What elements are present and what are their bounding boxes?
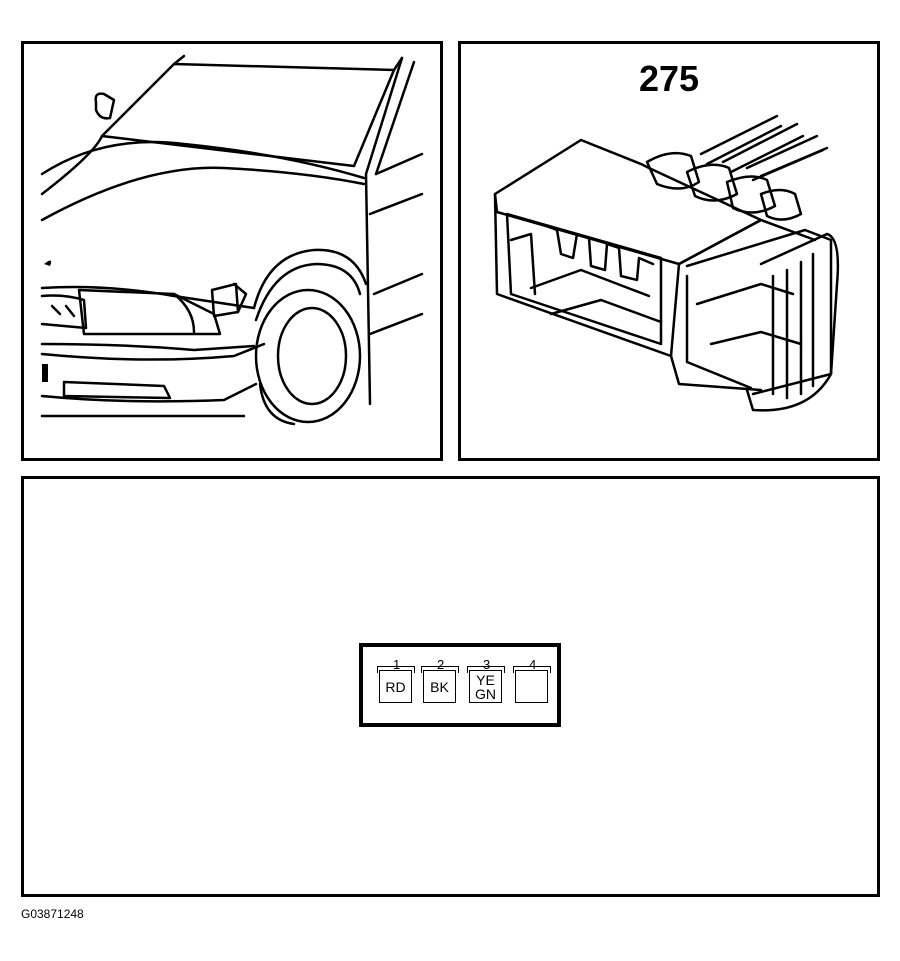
pin-number: 1 (393, 657, 401, 672)
pin-bracket (467, 666, 505, 673)
vehicle-location-panel (21, 41, 443, 461)
pin-cell: RD (379, 670, 412, 703)
pin-bracket (377, 666, 415, 673)
pin-cell: YE GN (469, 670, 502, 703)
connector-illustration (493, 114, 840, 412)
figure-code: G03871248 (21, 907, 84, 921)
wire-color: GN (475, 685, 496, 702)
wire-color: BK (430, 678, 449, 695)
connector-panel: 275 (458, 41, 880, 461)
vehicle-front-illustration (40, 54, 424, 426)
pin-bracket (513, 666, 551, 673)
wire-color: RD (385, 678, 406, 695)
pin-bracket (421, 666, 459, 673)
pinout-panel: 1 RD 2 BK 3 YE GN 4 (21, 476, 880, 897)
pin-number: 2 (437, 657, 445, 672)
pin-cell (515, 670, 548, 703)
pin-cell: BK (423, 670, 456, 703)
pin-4: 4 (513, 657, 553, 711)
pin-number: 4 (529, 657, 537, 672)
pin-3: 3 YE GN (467, 657, 507, 711)
pin-1: 1 RD (377, 657, 417, 711)
pin-number: 3 (483, 657, 491, 672)
connector-number: 275 (638, 58, 700, 99)
wire-color: YE (476, 671, 495, 688)
connector-face: 1 RD 2 BK 3 YE GN 4 (359, 643, 561, 727)
pin-2: 2 BK (421, 657, 461, 711)
